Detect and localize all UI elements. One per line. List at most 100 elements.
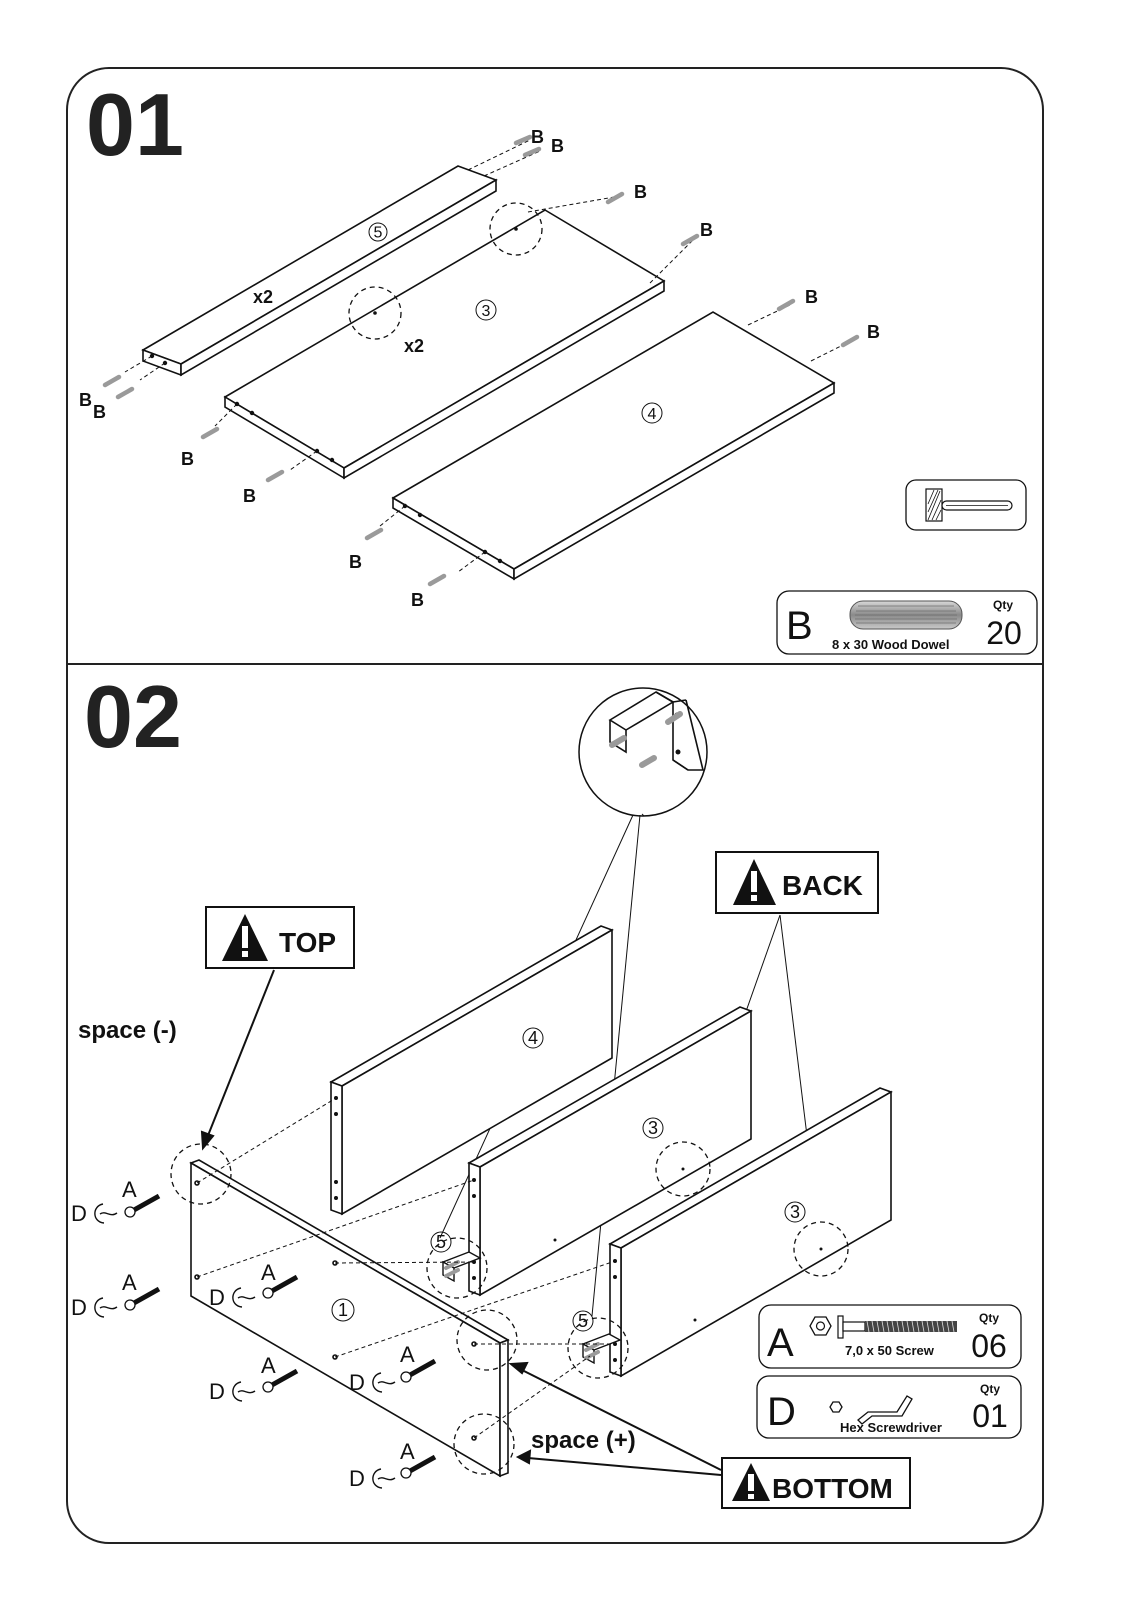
dowel-label: B bbox=[349, 552, 362, 572]
assembly-guides bbox=[196, 1097, 616, 1439]
part-4-label: 4 bbox=[522, 1027, 544, 1049]
part-3-label: 3 bbox=[784, 1201, 806, 1223]
panel-3-upright-right bbox=[608, 1087, 893, 1378]
panel-5-rail bbox=[141, 165, 498, 377]
hammer-tool-box bbox=[905, 479, 1027, 531]
page-frame bbox=[66, 67, 1044, 1544]
svg-text:TOP: TOP bbox=[279, 927, 336, 958]
svg-text:5: 5 bbox=[374, 225, 383, 242]
hardware-a-letter: A bbox=[767, 1321, 794, 1365]
screw-icon bbox=[124, 1286, 161, 1311]
part-4-label: 4 bbox=[641, 402, 663, 424]
tool-label: D bbox=[349, 1370, 365, 1395]
hardware-d-qty: 01 bbox=[972, 1398, 1008, 1434]
tool-label: D bbox=[209, 1379, 225, 1404]
step-02-section: 02 TOP bbox=[71, 667, 1022, 1509]
screw-icon bbox=[124, 1193, 161, 1218]
multiplier-label: x2 bbox=[404, 336, 424, 356]
dowel-label: B bbox=[805, 287, 818, 307]
hole-highlight-circle bbox=[426, 1237, 488, 1299]
svg-text:4: 4 bbox=[528, 1028, 538, 1048]
part-1-label: 1 bbox=[331, 1298, 355, 1322]
hole-highlight-circle bbox=[655, 1141, 711, 1197]
screws bbox=[124, 1193, 437, 1479]
tool-label: D bbox=[71, 1295, 87, 1320]
hardware-d-letter: D bbox=[767, 1390, 796, 1434]
hole-highlight-circle bbox=[567, 1317, 629, 1379]
screw-labels: A A A A A A bbox=[122, 1177, 415, 1464]
space-minus-label: space (-) bbox=[78, 1017, 177, 1044]
warning-icon bbox=[222, 914, 268, 961]
dowel-label: B bbox=[411, 590, 424, 610]
warning-top-label: TOP bbox=[205, 906, 355, 969]
dowel-label: B bbox=[79, 390, 92, 410]
screw-label: A bbox=[261, 1260, 276, 1285]
part-3-label: 3 bbox=[642, 1117, 664, 1139]
svg-text:3: 3 bbox=[648, 1118, 658, 1138]
part-3-label: 3 bbox=[475, 299, 497, 321]
hardware-a-description: 7,0 x 50 Screw bbox=[845, 1343, 935, 1358]
zoom-detail-circle bbox=[578, 687, 708, 817]
step-01-section: 01 5 x2 3 bbox=[79, 75, 1038, 655]
svg-text:5: 5 bbox=[436, 1232, 446, 1252]
hole-highlight-circle bbox=[793, 1221, 849, 1277]
screw-label: A bbox=[122, 1270, 137, 1295]
svg-text:5: 5 bbox=[578, 1311, 588, 1331]
screw-icon bbox=[262, 1368, 299, 1393]
hardware-d-description: Hex Screwdriver bbox=[840, 1420, 942, 1435]
dowel-label: B bbox=[551, 136, 564, 156]
hole-highlight-circle bbox=[170, 1143, 232, 1205]
dowel-guides bbox=[124, 139, 856, 573]
hex-key-icons bbox=[94, 1203, 396, 1489]
hardware-b-description: 8 x 30 Wood Dowel bbox=[832, 637, 950, 652]
hardware-d-qty-label: Qty bbox=[980, 1382, 1000, 1396]
screw-icon bbox=[400, 1454, 437, 1479]
hardware-a-qty-label: Qty bbox=[979, 1311, 999, 1325]
hole-highlight-circle bbox=[453, 1413, 515, 1475]
svg-text:BACK: BACK bbox=[782, 870, 863, 901]
dowel-labels: B B B B B B B B B B B B bbox=[79, 127, 880, 610]
dowel-label: B bbox=[181, 449, 194, 469]
warning-icon bbox=[732, 1463, 770, 1501]
dowel-label: B bbox=[867, 322, 880, 342]
rail-5-middle bbox=[441, 1251, 482, 1283]
hardware-b-box: B 8 x 30 Wood Dowel Qty 20 bbox=[776, 590, 1038, 655]
screw-label: A bbox=[400, 1342, 415, 1367]
hardware-a-box: A 7,0 x 50 Screw Qty 06 bbox=[758, 1304, 1022, 1369]
hole-highlight-circle bbox=[489, 202, 543, 256]
hex-screwdriver-icon bbox=[829, 1395, 913, 1425]
part-5-label: 5 bbox=[430, 1231, 452, 1253]
step-01-number: 01 bbox=[86, 75, 184, 174]
multiplier-label: x2 bbox=[253, 287, 273, 307]
rail-5-right bbox=[581, 1333, 622, 1365]
dowel-label: B bbox=[243, 486, 256, 506]
svg-text:1: 1 bbox=[338, 1300, 348, 1320]
space-plus-label: space (+) bbox=[531, 1427, 636, 1454]
hole-highlight-circle bbox=[456, 1309, 518, 1371]
panel-1-side bbox=[189, 1159, 510, 1478]
hardware-b-letter: B bbox=[786, 604, 813, 648]
tool-label: D bbox=[209, 1285, 225, 1310]
step-02-number: 02 bbox=[84, 667, 182, 766]
svg-text:3: 3 bbox=[790, 1202, 800, 1222]
screw-icon bbox=[809, 1315, 957, 1339]
warning-back-label: BACK bbox=[715, 851, 879, 914]
dowel-label: B bbox=[700, 220, 713, 240]
dowel-label: B bbox=[634, 182, 647, 202]
screw-icon bbox=[262, 1274, 299, 1299]
part-5-label: 5 bbox=[368, 222, 388, 242]
svg-text:4: 4 bbox=[648, 406, 657, 423]
panel-4-upright bbox=[329, 925, 614, 1216]
hole-highlight-circle bbox=[348, 286, 402, 340]
warning-bottom-label: BOTTOM bbox=[721, 1457, 911, 1509]
wood-dowel-icon bbox=[849, 600, 963, 630]
tool-labels: D D D D D D bbox=[71, 1201, 365, 1491]
dowel-label: B bbox=[93, 402, 106, 422]
hardware-b-qty: 20 bbox=[986, 615, 1022, 651]
dowel-pieces bbox=[102, 134, 860, 587]
callout-arrows bbox=[200, 969, 722, 1476]
panel-4 bbox=[391, 311, 836, 581]
tool-label: D bbox=[71, 1201, 87, 1226]
